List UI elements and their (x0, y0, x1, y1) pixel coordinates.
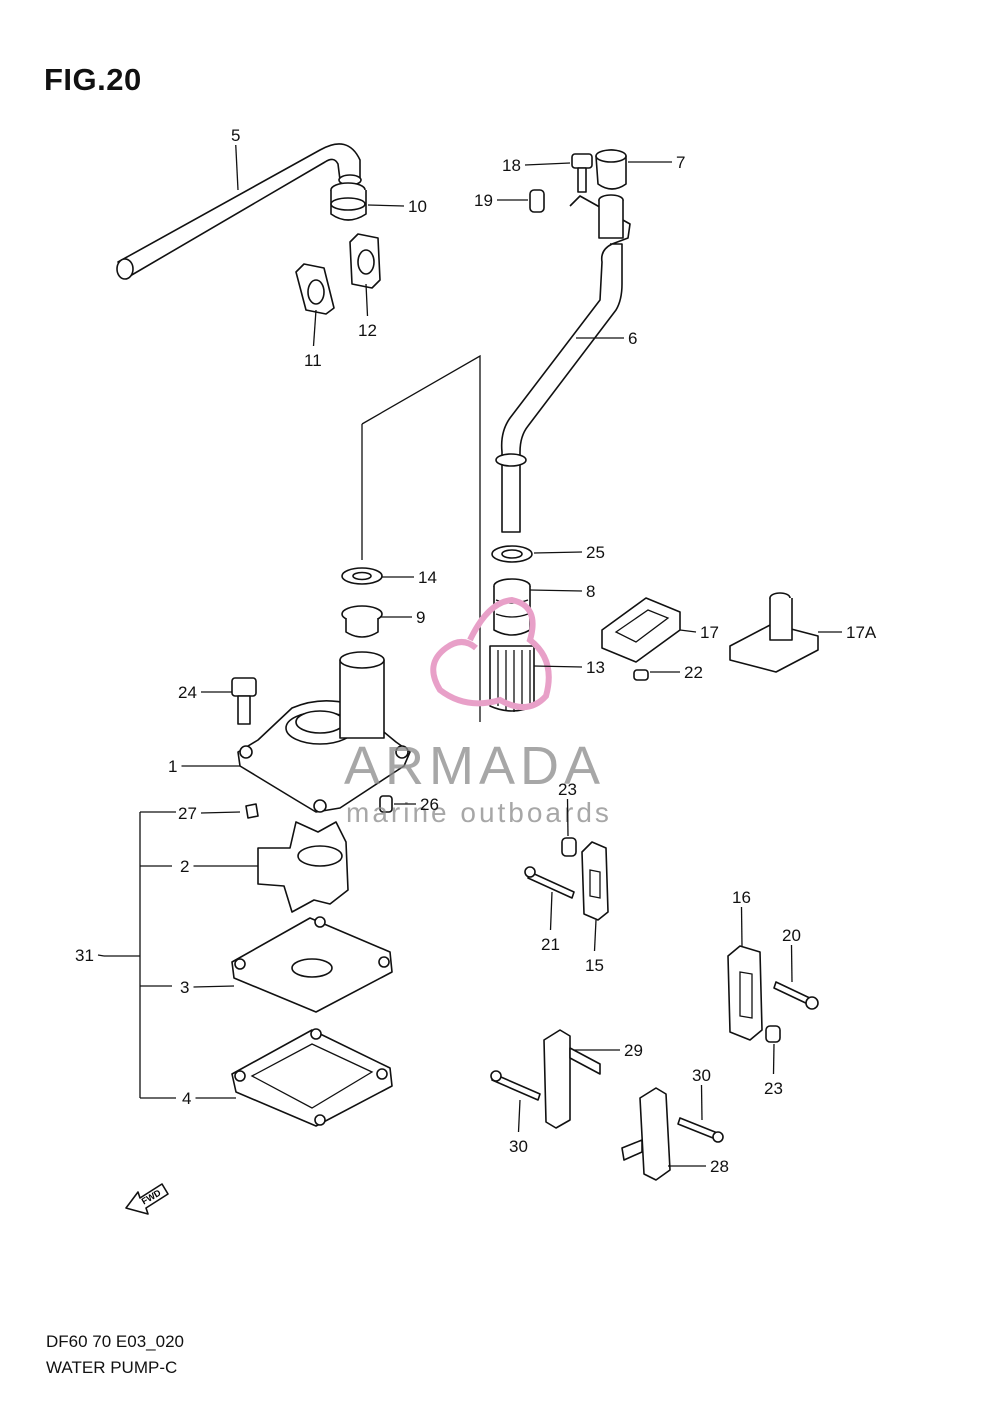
callout-2: 2 (180, 857, 189, 876)
hose-connection-line (361, 354, 481, 722)
leader-21 (549, 891, 553, 931)
section-name: WATER PUMP-C (46, 1358, 178, 1377)
callout-18: 18 (502, 156, 521, 175)
leader-12 (365, 283, 369, 317)
callout-10: 10 (408, 197, 427, 216)
leader-27 (200, 811, 241, 814)
part-4-gasket (231, 1028, 393, 1127)
part-12-clip (349, 233, 381, 289)
callout-leaders (97, 144, 842, 1167)
part-29-holder (543, 1029, 601, 1129)
part-5-hose (116, 143, 362, 280)
callout-19: 19 (474, 191, 493, 210)
callout-23: 23 (764, 1079, 783, 1098)
callout-30: 30 (509, 1137, 528, 1156)
part-27-key (245, 803, 259, 819)
callout-31: 31 (75, 946, 94, 965)
callout-27: 27 (178, 804, 197, 823)
leader-30 (700, 1084, 703, 1121)
part-24-bolt (231, 677, 257, 725)
leader-23 (566, 798, 569, 837)
part-16-clamp (727, 945, 763, 1041)
part-18-bolt (571, 153, 593, 193)
callout-26: 26 (420, 795, 439, 814)
part-21-screw (524, 866, 575, 899)
part-23-nut (561, 837, 577, 857)
callout-23: 23 (558, 780, 577, 799)
callout-28: 28 (710, 1157, 729, 1176)
callout-20: 20 (782, 926, 801, 945)
leader-3 (193, 985, 235, 988)
part-25-washer (491, 545, 533, 563)
leader-20 (790, 944, 793, 983)
part-23-nut-2 (765, 1025, 781, 1043)
leader-16 (740, 906, 743, 947)
part-10-grommet (330, 182, 367, 221)
callout-30: 30 (692, 1066, 711, 1085)
part-9-bushing (341, 605, 383, 638)
watermark-brand: ARMADA (344, 736, 605, 796)
figure-title: FIG.20 (44, 62, 142, 97)
part-2-impeller (257, 821, 349, 913)
armada-logo-icon (430, 596, 552, 710)
callout-14: 14 (418, 568, 437, 587)
leader-23 (772, 1043, 775, 1075)
part-15-clamp (581, 841, 609, 921)
leader-31 (97, 954, 105, 957)
part-3-plate (231, 916, 393, 1013)
fwd-direction-arrow: FWD (125, 1183, 169, 1215)
part-17A-plate (729, 592, 819, 673)
leader-13 (533, 665, 583, 668)
leader-11 (312, 309, 317, 347)
callout-15: 15 (585, 956, 604, 975)
leader-18 (524, 162, 571, 166)
part-11-clip (295, 263, 335, 315)
callout-7: 7 (676, 153, 685, 172)
callout-4: 4 (182, 1089, 191, 1108)
watermark: ARMADA marine outboards (344, 596, 612, 828)
callout-5: 5 (231, 126, 240, 145)
part-22-screw (633, 669, 649, 681)
callout-1: 1 (168, 757, 177, 776)
callout-8: 8 (586, 582, 595, 601)
part-17-plate (601, 597, 681, 663)
part-6-pipe (495, 194, 631, 533)
watermark-tagline: marine outboards (346, 797, 612, 828)
callout-3: 3 (180, 978, 189, 997)
callout-6: 6 (628, 329, 637, 348)
callout-21: 21 (541, 935, 560, 954)
leader-15 (593, 919, 597, 952)
part-20-screw (773, 981, 819, 1010)
callout-22: 22 (684, 663, 703, 682)
model-code: DF60 70 E03_020 (46, 1332, 184, 1351)
leader-30 (517, 1099, 521, 1133)
callout-17A: 17A (846, 623, 877, 642)
part-28-holder (621, 1087, 671, 1181)
part-14-washer (341, 567, 383, 585)
part-26-pin (379, 795, 393, 813)
callout-11: 11 (304, 351, 322, 370)
part-19-pin (529, 189, 545, 213)
callout-25: 25 (586, 543, 605, 562)
part-30-screw-2 (677, 1117, 724, 1143)
callout-13: 13 (586, 658, 605, 677)
leader-10 (367, 204, 405, 207)
part-31-bracket (104, 811, 176, 1099)
callout-24: 24 (178, 683, 197, 702)
callout-17: 17 (700, 623, 719, 642)
callout-29: 29 (624, 1041, 643, 1060)
leader-17 (679, 629, 697, 633)
part-30-screw (490, 1070, 541, 1101)
part-7-cap (595, 149, 627, 190)
callout-12: 12 (358, 321, 377, 340)
callout-16: 16 (732, 888, 751, 907)
part-1-pump-housing (237, 651, 411, 813)
leader-5 (235, 144, 239, 191)
leader-8 (529, 589, 583, 592)
callout-9: 9 (416, 608, 425, 627)
leader-25 (533, 551, 583, 554)
